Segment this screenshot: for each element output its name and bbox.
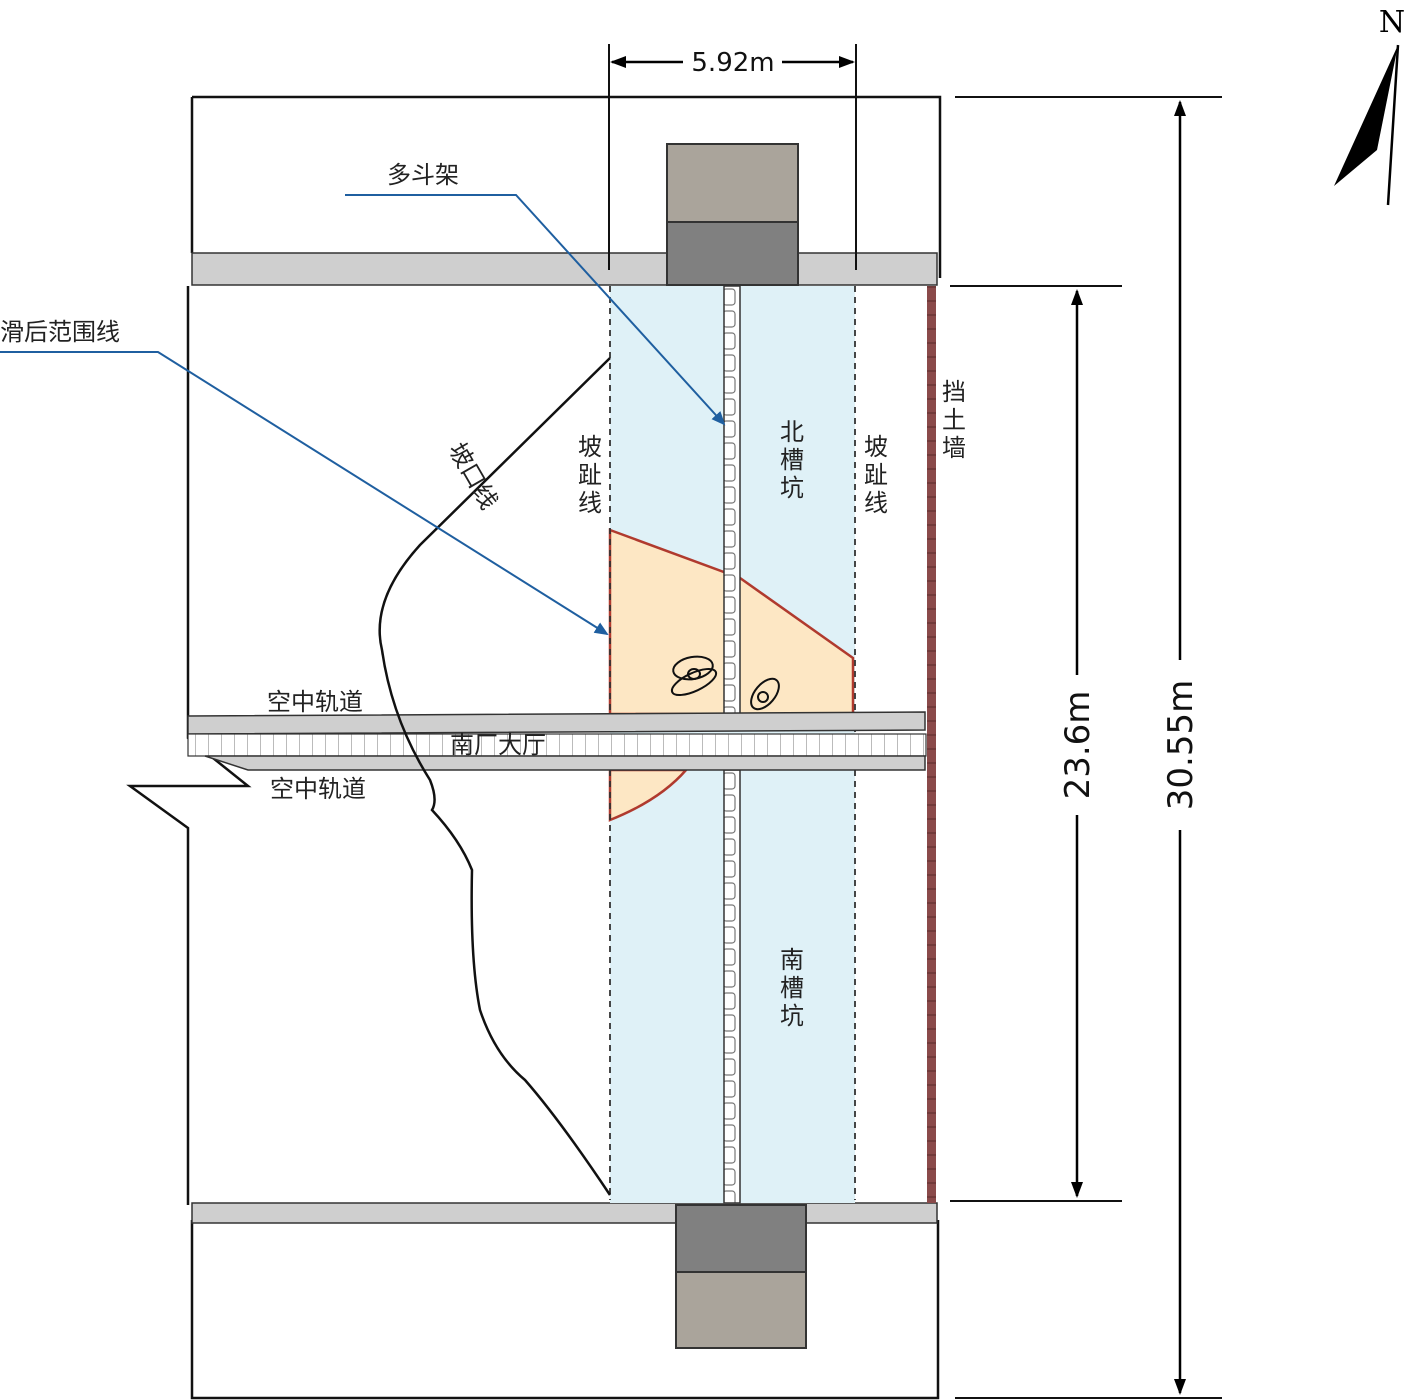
dimension-width: 5.92m [608, 44, 857, 270]
label-north-pit: 北槽坑 [780, 418, 804, 502]
label-sky-rail-top: 空中轨道 [267, 688, 363, 716]
dimension-total-length-label: 30.55m [1161, 680, 1201, 810]
dimension-inner-length: 23.6m [950, 285, 1122, 1202]
leader-duodoujia [345, 194, 726, 426]
retaining-wall [927, 286, 936, 1203]
chain-column-north [723, 285, 741, 715]
dimension-inner-length-label: 23.6m [1058, 691, 1098, 800]
label-huahou: 滑后范围线 [0, 318, 120, 346]
building-outline [126, 95, 942, 1400]
bottom-beam [191, 1202, 938, 1224]
label-pozhi-right: 坡趾线 [864, 433, 888, 517]
sky-rail-top [187, 711, 926, 735]
top-block-lower [666, 221, 799, 286]
label-hall: 南厂大厅 [450, 731, 546, 759]
dimension-width-label: 5.92m [691, 48, 774, 78]
sky-rail-bottom [204, 755, 926, 771]
hall-corridor [187, 733, 927, 757]
north-arrow-icon: N [1334, 5, 1404, 206]
slope-crest-line [378, 357, 612, 1196]
label-retaining-wall: 挡土墙 [942, 378, 966, 462]
slide-zone-lower [608, 768, 689, 822]
leader-huahou [0, 351, 609, 636]
chain-column-south [723, 769, 741, 1204]
bottom-block-upper [675, 1204, 807, 1273]
top-beam [191, 252, 938, 286]
label-duodoujia: 多斗架 [387, 161, 459, 189]
label-pokou: 坡口线 [443, 438, 503, 514]
label-south-pit: 南槽坑 [780, 946, 804, 1030]
label-pozhi-left: 坡趾线 [578, 433, 602, 517]
top-block-upper [666, 143, 799, 223]
debris-marks [670, 655, 780, 711]
dimension-total-length: 30.55m [955, 96, 1222, 1399]
north-letter: N [1379, 5, 1404, 40]
label-sky-rail-bottom: 空中轨道 [270, 775, 366, 803]
bottom-block-lower [675, 1271, 807, 1349]
